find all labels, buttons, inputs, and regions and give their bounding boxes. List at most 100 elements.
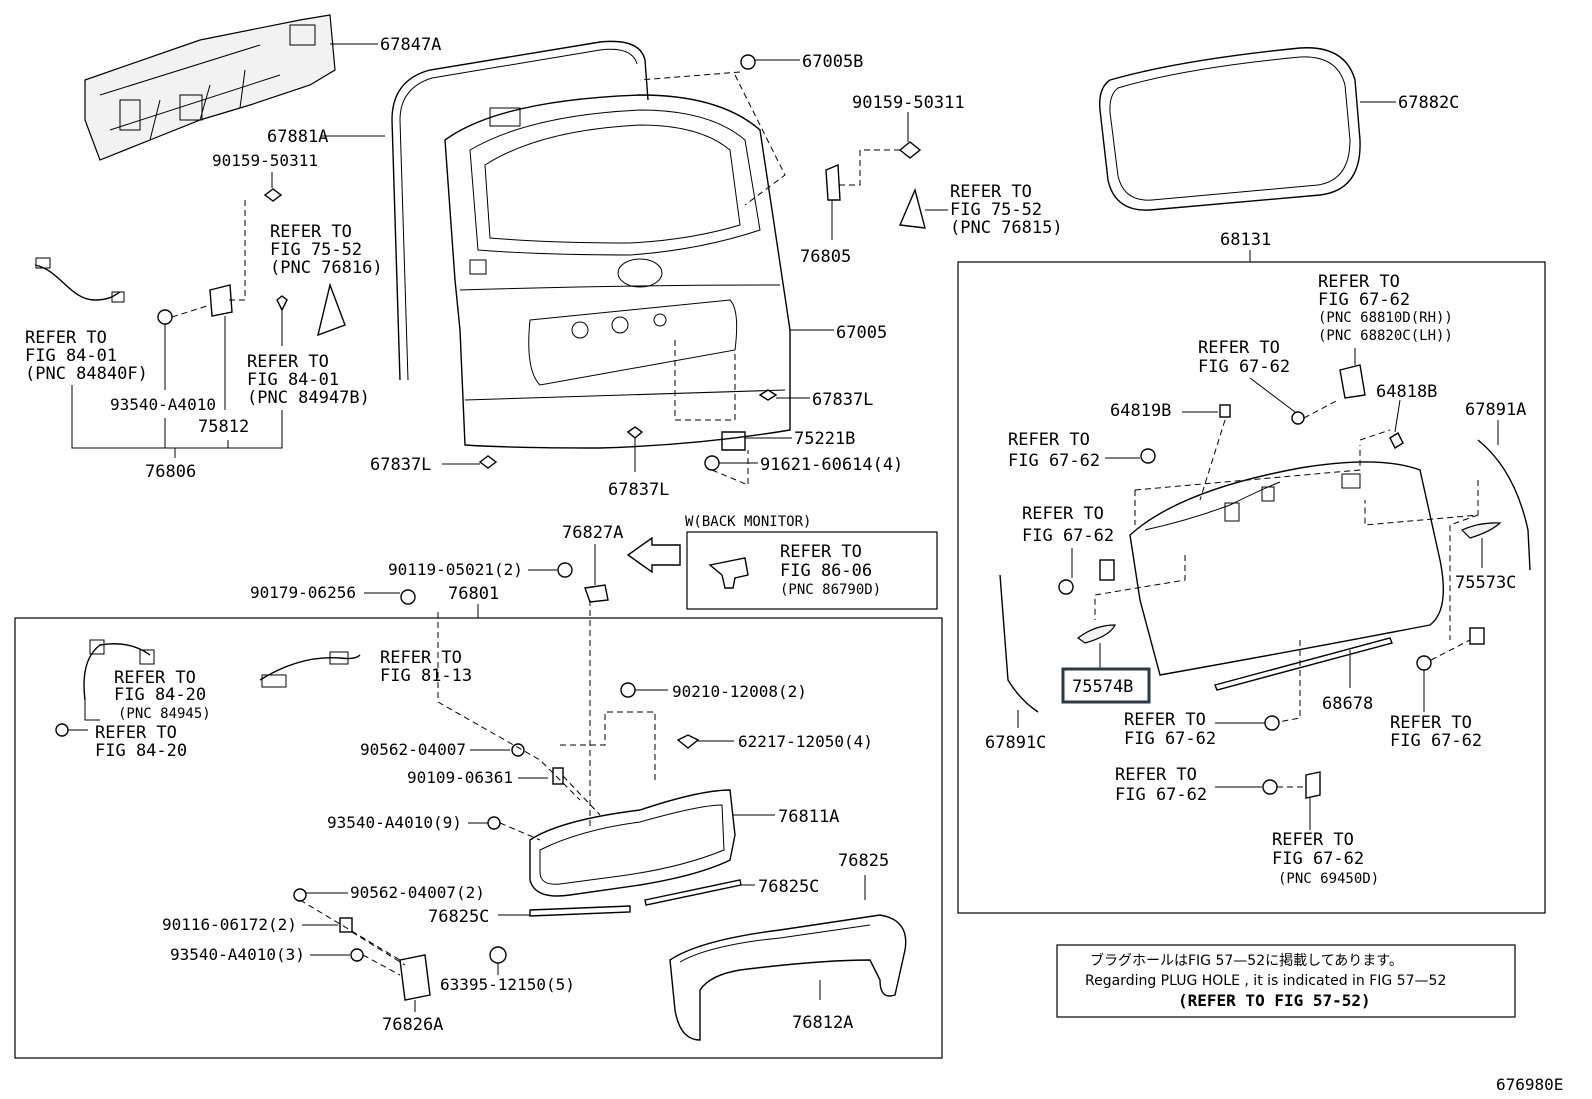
label-68131: 68131: [1220, 230, 1271, 250]
clip-93540-9: [487, 816, 501, 830]
bolt-f: [1262, 779, 1278, 795]
label-76826A: 76826A: [382, 1015, 443, 1035]
ref-86-06: REFER TO FIG 86-06 (PNC 86790D): [780, 542, 882, 598]
bolt-b: [1140, 448, 1156, 464]
bracket-69450D: [1305, 771, 1321, 799]
back-door-67005: [444, 94, 791, 449]
clip-c: [1099, 559, 1115, 581]
ref-75-52-76815: REFER TO FIG 75-52 (PNC 76815): [950, 182, 1063, 238]
label-93540-a: 93540-A4010: [110, 395, 216, 414]
label-76801: 76801: [448, 584, 499, 604]
ref-67-62-f: REFER TO FIG 67-62: [1115, 765, 1207, 805]
label-76811A: 76811A: [778, 807, 839, 827]
note-jp: ブラグホールはFIG 57—52に掲載してあります。: [1090, 952, 1403, 969]
label-63395: 63395-12150(5): [440, 975, 575, 994]
camera-bracket-76827A: [584, 584, 609, 603]
label-67837L-a: 67837L: [812, 390, 873, 410]
label-76806: 76806: [145, 462, 196, 482]
connector-84947B: [276, 295, 288, 312]
harness-81-13: [259, 654, 361, 681]
clip-67837L-b: [478, 455, 498, 469]
label-67882C: 67882C: [1398, 93, 1459, 113]
back-monitor-box: [686, 531, 938, 610]
strip-76825C-a: [529, 905, 631, 917]
clip-67837L-c: [626, 426, 644, 439]
clip-e: [1469, 627, 1485, 645]
label-67881A: 67881A: [267, 127, 328, 147]
label-62217: 62217-12050(4): [738, 732, 873, 751]
insulator-drawing: [84, 14, 336, 161]
label-76805: 76805: [800, 247, 851, 267]
strip-76825C-b: [644, 879, 742, 906]
label-90119: 90119-05021(2): [388, 560, 523, 579]
bolt-84-20: [55, 723, 69, 737]
label-67837L-b: 67837L: [370, 455, 431, 475]
label-90562-a: 90562-04007: [360, 740, 466, 759]
camera-86790D: [708, 557, 749, 589]
harness-84945: [83, 643, 151, 701]
bolt-90116: [339, 917, 353, 933]
label-68678: 68678: [1322, 694, 1373, 714]
label-76825C-a: 76825C: [428, 907, 489, 927]
hinge: [1339, 364, 1366, 399]
label-90179: 90179-06256: [250, 583, 356, 602]
clip-63395: [489, 946, 507, 964]
label-67891C: 67891C: [985, 733, 1046, 753]
nut-90562-2: [293, 888, 307, 902]
note-ref: (REFER TO FIG 57-52): [1178, 991, 1371, 1010]
label-91621: 91621-60614(4): [760, 455, 903, 475]
clip-62217: [676, 734, 700, 749]
ref-75-52-76816: REFER TO FIG 75-52 (PNC 76816): [270, 222, 383, 278]
bracket-75221B: [721, 431, 746, 451]
label-67005: 67005: [836, 323, 887, 343]
label-75221B: 75221B: [794, 429, 855, 449]
ref-84-20-84945: REFER TO FIG 84-20 (PNC 84945): [114, 668, 216, 722]
back-glass: [1129, 461, 1445, 676]
stopper-64819B: [1219, 404, 1231, 418]
nut-90562: [511, 743, 525, 757]
molding-67891A: [1477, 439, 1531, 571]
ref-84-01-84840F: REFER TO FIG 84-01 (PNC 84840F): [25, 328, 148, 384]
molding-67891C: [999, 574, 1039, 713]
ref-67-62-d: REFER TO FIG 67-62: [1124, 710, 1216, 749]
ref-67-62-b: REFER TO FIG 67-62: [1008, 430, 1100, 471]
label-93540-3: 93540-A4010(3): [170, 945, 305, 964]
garnish-76811A: [529, 789, 736, 897]
molding-68678: [1214, 637, 1393, 691]
ref-84-20-b: REFER TO FIG 84-20: [95, 723, 187, 761]
label-75573C: 75573C: [1455, 573, 1516, 593]
label-75574B: 75574B: [1072, 677, 1133, 697]
clip-67005B: [740, 54, 756, 70]
bracket-75812: [209, 284, 233, 317]
label-75812: 75812: [198, 417, 249, 437]
bracket-76805: [825, 163, 841, 201]
clip-90179: [400, 589, 416, 605]
clip-67837L-a: [758, 389, 778, 401]
label-76825C-b: 76825C: [758, 877, 819, 897]
label-67005B: 67005B: [802, 52, 863, 72]
ref-67-62-hinge: REFER TO FIG 67-62 (PNC 68810D(RH)) (PNC…: [1318, 272, 1463, 344]
bolt-e: [1416, 655, 1432, 671]
label-76812A: 76812A: [792, 1013, 853, 1033]
arrow-left-icon: [626, 536, 681, 574]
ref-67-62-e: REFER TO FIG 67-62: [1390, 713, 1482, 751]
clip-93540: [157, 309, 173, 325]
label-93540-9: 93540-A4010(9): [327, 813, 462, 832]
label-67891A: 67891A: [1465, 400, 1526, 420]
plug-hole-note-box: [1056, 944, 1516, 1018]
nut-90210: [620, 682, 636, 698]
harness-84840F: [34, 264, 121, 301]
label-90159-top: 90159-50311: [852, 93, 965, 113]
label-90210: 90210-12008(2): [672, 682, 807, 701]
glass-seal-67882C: [1099, 47, 1361, 211]
note-en: Regarding PLUG HOLE , it is indicated in…: [1085, 973, 1446, 989]
bolt-d: [1264, 715, 1280, 731]
label-64819B: 64819B: [1110, 401, 1171, 421]
trim-76816: [317, 282, 346, 337]
ref-67-62-a: REFER TO FIG 67-62: [1198, 338, 1290, 377]
bolt-c: [1058, 579, 1074, 595]
back-monitor-label: W(BACK MONITOR): [685, 514, 811, 530]
label-64818B: 64818B: [1376, 382, 1437, 402]
spoiler-76812A: [669, 914, 907, 1041]
